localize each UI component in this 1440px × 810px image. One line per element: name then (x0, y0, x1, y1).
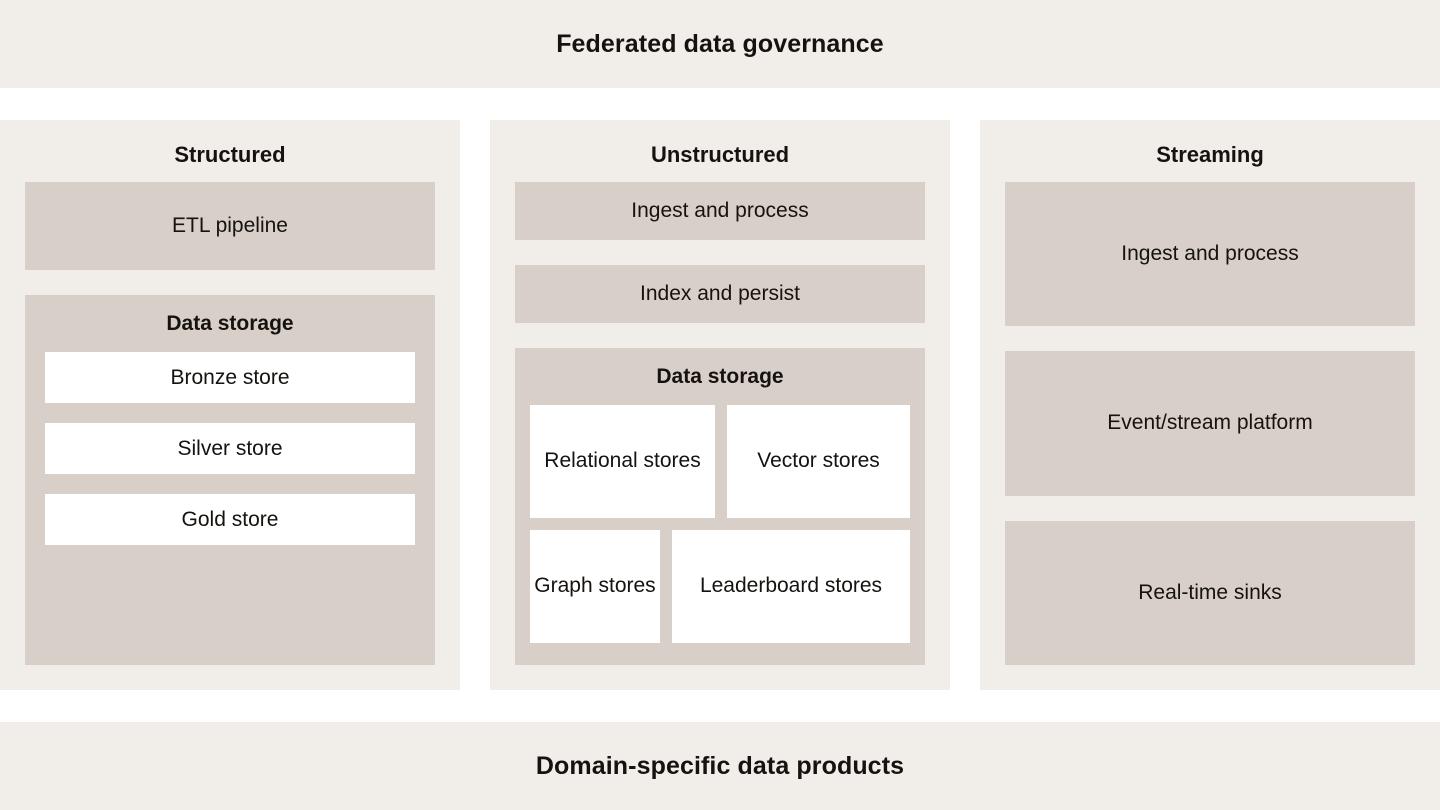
block-streaming-event-stream-platform: Event/stream platform (1005, 351, 1415, 496)
store-gold: Gold store (45, 494, 415, 545)
panel-title-data-storage: Data storage (166, 312, 294, 335)
store-graph: Graph stores (530, 530, 660, 643)
bottom-banner-title: Domain-specific data products (535, 751, 905, 780)
column-title-structured: Structured (174, 142, 286, 167)
block-etl-pipeline: ETL pipeline (25, 182, 435, 270)
column-unstructured-inner: Ingest and process Index and persist Dat… (490, 182, 950, 690)
store-leaderboard: Leaderboard stores (672, 530, 910, 643)
panel-unstructured-data-storage: Data storage Relational stores Vector st… (515, 348, 925, 665)
store-relational: Relational stores (530, 405, 715, 518)
top-banner-title: Federated data governance (556, 29, 884, 58)
panel-structured-data-storage: Data storage Bronze store Silver store G… (25, 295, 435, 665)
columns-region: Structured ETL pipeline Data storage Bro… (0, 88, 1440, 722)
panel-title-data-storage-unstructured: Data storage (656, 365, 784, 388)
column-streaming: Streaming Ingest and process Event/strea… (980, 120, 1440, 690)
store-grid-row: Relational stores Vector stores (530, 405, 910, 518)
column-unstructured: Unstructured Ingest and process Index an… (490, 120, 950, 690)
block-unstructured-index-and-persist: Index and persist (515, 265, 925, 323)
bottom-banner-domain-data-products: Domain-specific data products (0, 722, 1440, 810)
column-structured: Structured ETL pipeline Data storage Bro… (0, 120, 460, 690)
store-grid-row: Graph stores Leaderboard stores (530, 530, 910, 643)
block-unstructured-ingest-and-process: Ingest and process (515, 182, 925, 240)
column-streaming-inner: Ingest and process Event/stream platform… (980, 182, 1440, 690)
store-vector: Vector stores (727, 405, 910, 518)
top-banner-federated-governance: Federated data governance (0, 0, 1440, 88)
store-grid: Relational stores Vector stores Graph st… (530, 405, 910, 643)
block-streaming-ingest-and-process: Ingest and process (1005, 182, 1415, 327)
column-title-streaming: Streaming (1156, 142, 1264, 167)
store-bronze: Bronze store (45, 352, 415, 403)
block-streaming-real-time-sinks: Real-time sinks (1005, 520, 1415, 665)
store-silver: Silver store (45, 423, 415, 474)
column-title-unstructured: Unstructured (650, 142, 790, 167)
column-structured-inner: ETL pipeline Data storage Bronze store S… (0, 182, 460, 690)
